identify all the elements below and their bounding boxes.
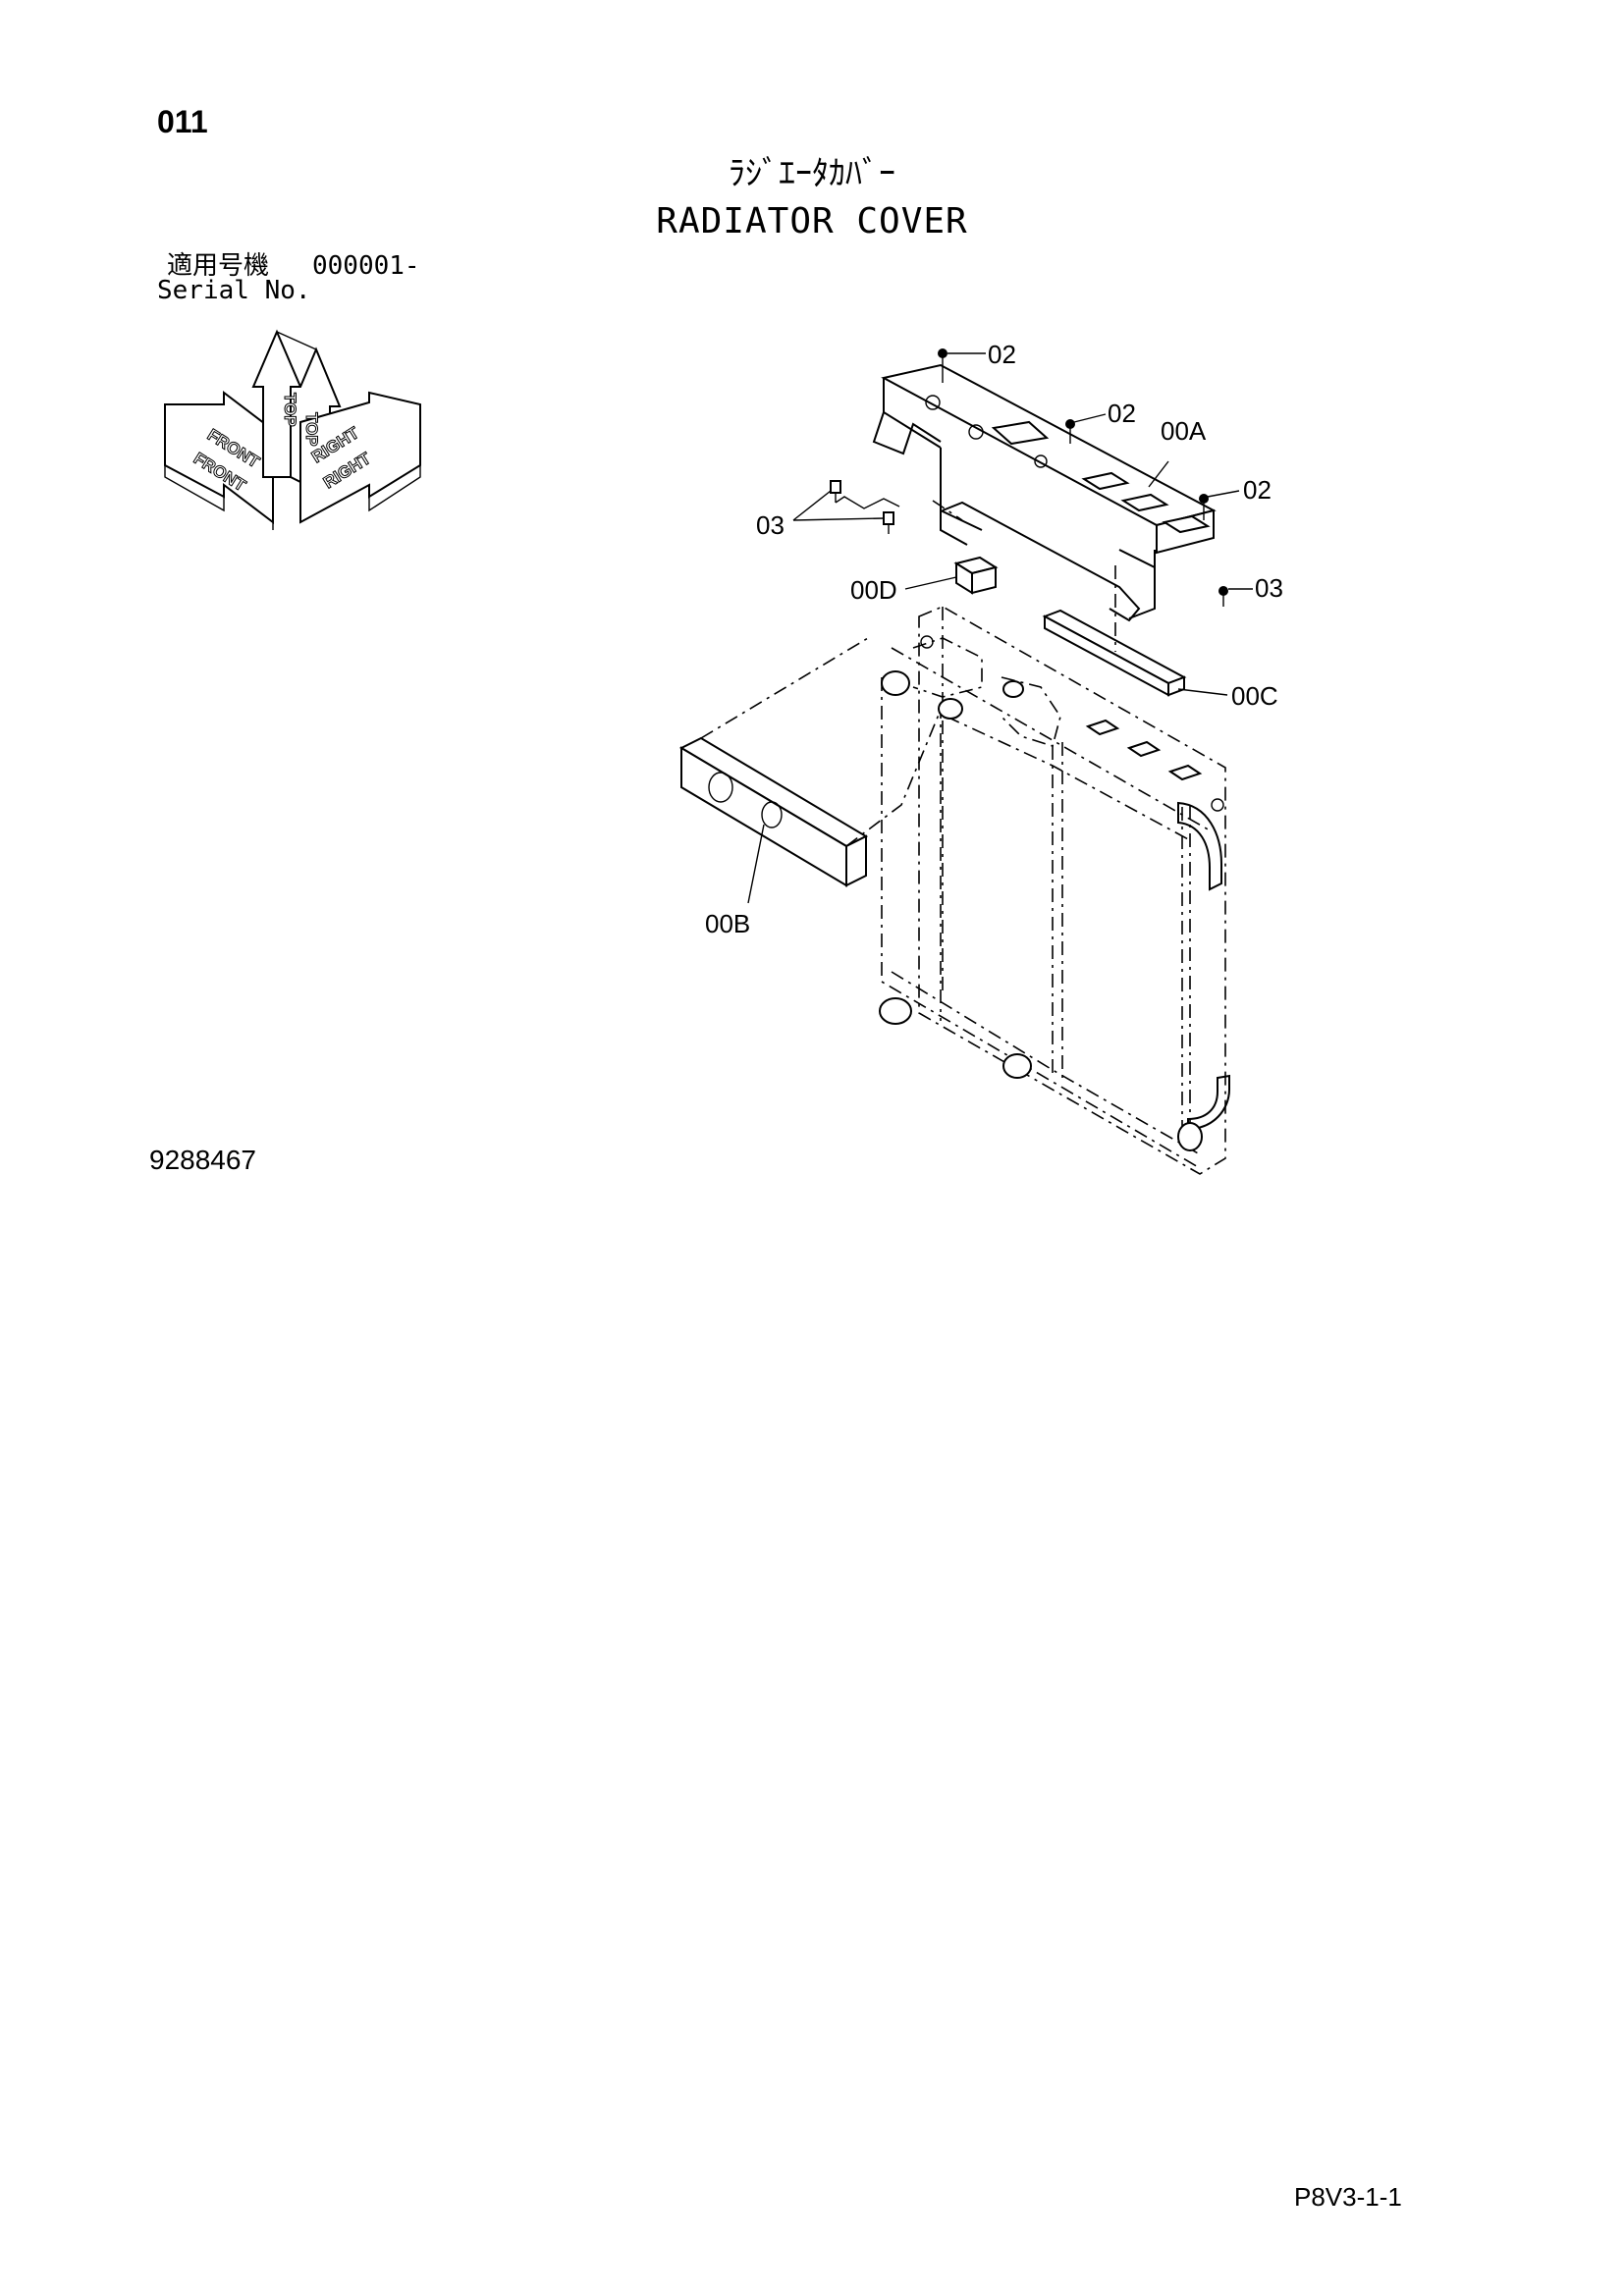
bolt-02-a <box>938 348 947 383</box>
seal-plate-00b <box>678 736 869 887</box>
bolt-03-c <box>1218 586 1228 607</box>
serial-range: 000001- <box>312 251 420 281</box>
orientation-arrows-icon <box>164 329 421 530</box>
leader-02-c <box>1207 490 1240 498</box>
page-number: 011 <box>157 104 208 139</box>
serial-label-english: Serial No. <box>157 276 311 305</box>
foam-pad-00d <box>953 556 999 595</box>
bolt-02-c <box>1199 494 1209 520</box>
callout-02-a: 02 <box>988 340 1016 369</box>
callout-00d: 00D <box>850 575 897 605</box>
callout-00c: 00C <box>1231 681 1278 711</box>
leader-02-b <box>1073 413 1107 423</box>
leader-00b <box>747 824 765 904</box>
bolt-03-a <box>830 480 900 509</box>
page-code: P8V3-1-1 <box>1294 2182 1402 2212</box>
drawing-number: 9288467 <box>149 1145 257 1175</box>
title-english: RADIATOR COVER <box>656 201 968 241</box>
bolt-03-b <box>883 511 894 534</box>
foam-strip-00c <box>1042 609 1187 697</box>
title-japanese: ﾗｼﾞｴｰﾀｶﾊﾞｰ <box>729 154 895 193</box>
leader-00a <box>1148 460 1169 488</box>
callout-03-b: 03 <box>1255 573 1283 603</box>
orientation-top-label: TOP <box>281 393 299 427</box>
callout-00a: 00A <box>1161 416 1207 446</box>
callout-00b: 00B <box>705 909 750 938</box>
projection-line-03 <box>932 500 963 521</box>
leader-03-a <box>792 490 832 521</box>
radiator-cover-part <box>872 363 1217 622</box>
orientation-top-label-side: TOP <box>302 412 321 447</box>
projection-line-00b-lower <box>845 714 940 847</box>
projection-line-00b-upper <box>700 637 869 739</box>
callout-03-a: 03 <box>756 510 785 540</box>
serial-label-japanese: 適用号機 <box>167 251 270 281</box>
callout-02-b: 02 <box>1108 399 1136 428</box>
callout-02-c: 02 <box>1243 475 1272 505</box>
leader-00d <box>904 576 957 590</box>
radiator-assembly <box>879 606 1230 1175</box>
leader-00c <box>1177 688 1228 696</box>
leader-03-b <box>792 517 885 521</box>
bolt-02-b <box>1065 419 1075 444</box>
